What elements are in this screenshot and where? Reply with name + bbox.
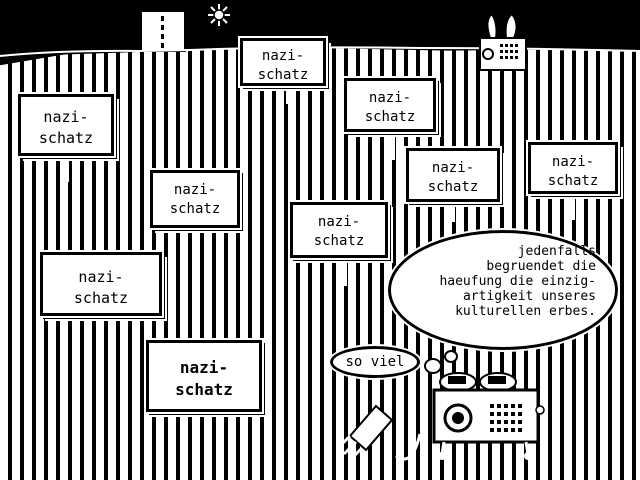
sign-post	[66, 156, 69, 182]
nazischatz-sign[interactable]: nazi- schatz	[404, 146, 502, 204]
tower-stripe	[161, 16, 164, 50]
sign-post	[392, 132, 395, 160]
bubble-tail-dot	[444, 350, 458, 363]
radio-character-icon[interactable]	[330, 364, 560, 476]
nazischatz-sign[interactable]: nazi- schatz	[38, 250, 164, 318]
sign-post	[344, 258, 347, 286]
sign-post	[108, 316, 111, 342]
nazischatz-sign[interactable]: nazi- schatz	[16, 92, 116, 158]
sign-post	[208, 412, 211, 442]
sign-post	[572, 194, 575, 220]
nazischatz-sign[interactable]: nazi- schatz	[526, 140, 620, 196]
speech-bubble-text: jedenfalls begruendet die haeufung die e…	[439, 244, 596, 319]
sign-post	[286, 84, 289, 104]
small-speech-bubble: so viel	[328, 344, 422, 380]
sun-icon	[208, 4, 230, 26]
nazischatz-sign[interactable]: nazi- schatz	[144, 338, 264, 414]
sign-post	[452, 202, 455, 222]
speech-bubble	[386, 228, 620, 352]
nazischatz-sign[interactable]: nazi- schatz	[288, 200, 390, 260]
radio-creature-icon	[479, 12, 527, 71]
nazischatz-sign[interactable]: nazi- schatz	[148, 168, 242, 230]
nazischatz-sign[interactable]: nazi- schatz	[238, 36, 328, 88]
nazischatz-sign[interactable]: nazi- schatz	[342, 76, 438, 134]
sign-post	[196, 228, 199, 254]
bubble-tail-dot	[424, 358, 442, 374]
